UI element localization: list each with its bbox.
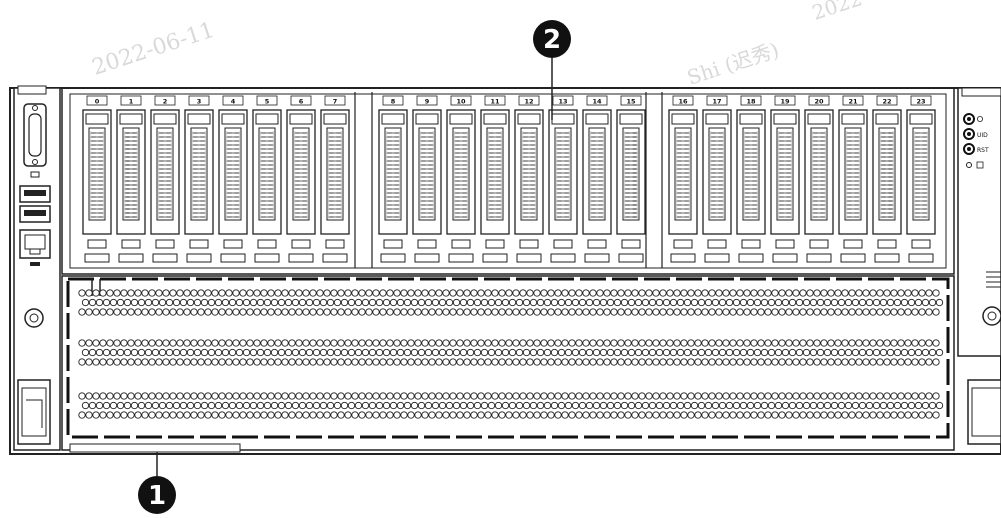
callout-2-badge — [533, 20, 571, 58]
bottom-label-plate — [69, 443, 241, 453]
drive-bay-16[interactable]: 16 — [668, 95, 698, 263]
drive-bay-label: 5 — [265, 98, 270, 106]
right-vent-icon — [986, 271, 1001, 288]
right-rack-handle — [967, 379, 1001, 445]
drive-bay-label: 1 — [129, 98, 134, 106]
drive-bay-label: 19 — [780, 98, 790, 106]
status-indicator-panel: UID RST — [963, 113, 989, 169]
drive-bay-13[interactable]: 13 — [548, 95, 578, 263]
drive-bay-0[interactable]: 0 — [82, 95, 112, 263]
drive-bay-20[interactable]: 20 — [804, 95, 834, 263]
drive-bay-label: 22 — [882, 98, 891, 106]
drive-bay-label: 4 — [231, 98, 236, 106]
drive-bay-11[interactable]: 11 — [480, 95, 510, 263]
drive-bay-9[interactable]: 9 — [412, 95, 442, 263]
drive-bay-label: 9 — [425, 98, 430, 106]
drive-bay-label: 12 — [524, 98, 533, 106]
left-rack-handle — [17, 379, 51, 445]
drive-bay-label: 10 — [456, 98, 466, 106]
reset-button-icon[interactable]: RST — [963, 143, 989, 155]
drive-bay-4[interactable]: 4 — [218, 95, 248, 263]
callout-1: 1 — [138, 452, 176, 514]
callout-2: 2 — [533, 20, 571, 120]
drive-bay-label: 6 — [299, 98, 304, 106]
drive-bay-label: 2 — [163, 98, 168, 106]
callout-1-number: 1 — [148, 481, 166, 511]
indicator-label: RST — [977, 147, 989, 154]
left-ear-panel — [13, 85, 61, 451]
drive-bay-2[interactable]: 2 — [150, 95, 180, 263]
drive-bay-label: 18 — [746, 98, 756, 106]
drive-bay-22[interactable]: 22 — [872, 95, 902, 263]
drive-bay-label: 20 — [814, 98, 824, 106]
health-led-icon — [966, 161, 984, 169]
drive-bay-6[interactable]: 6 — [286, 95, 316, 263]
drive-bay-label: 8 — [391, 98, 396, 106]
drive-bay-7[interactable]: 7 — [320, 95, 350, 263]
drive-bay-label: 7 — [333, 98, 338, 106]
indicator-label: UID — [977, 132, 988, 139]
drive-bay-17[interactable]: 17 — [702, 95, 732, 263]
right-ear-panel: UID RST — [957, 87, 1001, 445]
right-thumbscrew-icon — [982, 306, 1001, 326]
management-port-icon — [19, 229, 51, 266]
drive-bay-10[interactable]: 10 — [446, 95, 476, 263]
drive-bay-19[interactable]: 19 — [770, 95, 800, 263]
drive-bay-label: 23 — [916, 98, 925, 106]
callout-2-number: 2 — [543, 25, 561, 55]
drive-cage-frame — [61, 87, 955, 275]
drive-bay-label: 16 — [678, 98, 688, 106]
drive-bay-21[interactable]: 21 — [838, 95, 868, 263]
drive-bay-15[interactable]: 15 — [616, 95, 646, 263]
vent-hole-row — [78, 392, 944, 419]
drive-bay-label: 0 — [95, 98, 100, 106]
drive-bay-label: 21 — [848, 98, 858, 106]
drive-bay-12[interactable]: 12 — [514, 95, 544, 263]
power-button-icon[interactable] — [963, 113, 984, 125]
front-vent-bezel — [61, 275, 955, 453]
drive-bay-5[interactable]: 5 — [252, 95, 282, 263]
left-thumbscrew-icon — [24, 308, 44, 328]
vga-port-icon — [23, 103, 47, 178]
vent-hole-row — [78, 339, 944, 366]
drive-bay-label: 14 — [592, 98, 602, 106]
watermark-year: 2022 — [809, 0, 865, 25]
drive-bay-3[interactable]: 3 — [184, 95, 214, 263]
drive-bay-14[interactable]: 14 — [582, 95, 612, 263]
watermark-name: Shi (迟秀) — [684, 38, 782, 90]
usb-port-icon — [19, 185, 51, 223]
vent-hole-row — [78, 289, 944, 316]
drive-cage-inner — [69, 93, 947, 269]
drive-bay-18[interactable]: 18 — [736, 95, 766, 263]
drive-bay-label: 3 — [197, 98, 202, 106]
drive-bay-8[interactable]: 8 — [378, 95, 408, 263]
uid-button-icon[interactable]: UID — [963, 128, 988, 140]
drive-bay-label: 13 — [558, 98, 567, 106]
drive-bay-label: 17 — [712, 98, 721, 106]
drive-bay-23[interactable]: 23 — [906, 95, 936, 263]
drive-bay-label: 11 — [490, 98, 500, 106]
drive-bay-label: 15 — [626, 98, 636, 106]
callout-1-badge — [138, 476, 176, 514]
drive-bay-1[interactable]: 1 — [116, 95, 146, 263]
watermark-date: 2022-06-11 — [89, 18, 217, 81]
vent-hole-pattern — [78, 289, 944, 419]
watermark-group: 2022-06-11 Shi (迟秀) 2022 — [89, 0, 865, 90]
